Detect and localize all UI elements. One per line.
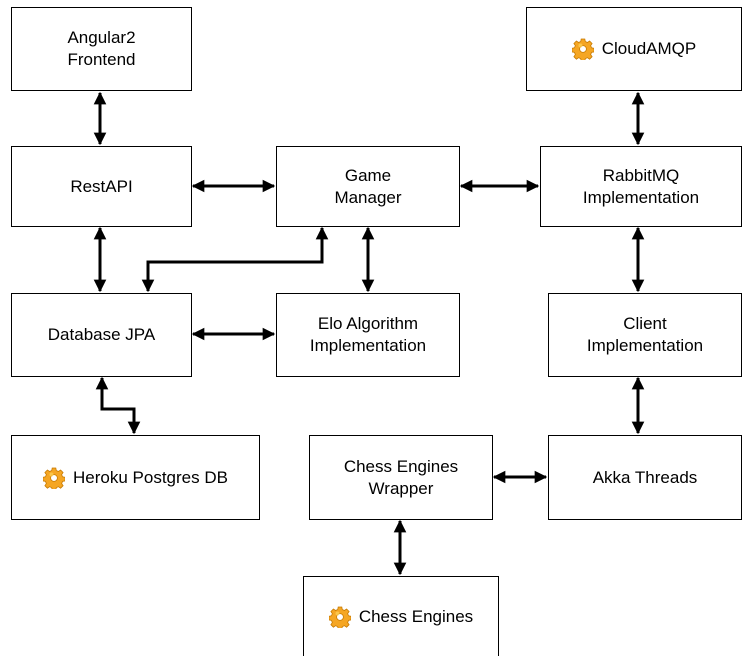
node-akka-threads: Akka Threads: [548, 435, 742, 520]
node-client: Client Implementation: [548, 293, 742, 377]
gear-icon: [42, 467, 66, 491]
gear-icon: [328, 606, 352, 630]
edge-gamemanager-database: [141, 226, 329, 293]
node-angular-frontend: Angular2 Frontend: [11, 7, 192, 91]
node-elo-algorithm: Elo Algorithm Implementation: [276, 293, 460, 377]
node-label: RestAPI: [70, 176, 133, 196]
node-game-manager: Game Manager: [276, 146, 460, 227]
node-chess-engines-wrapper: Chess Engines Wrapper: [309, 435, 493, 520]
node-label: Game Manager: [334, 165, 402, 207]
node-label: Angular2 Frontend: [67, 28, 136, 69]
node-label: RabbitMQ Implementation: [582, 165, 700, 207]
node-heroku-postgres: Heroku Postgres DB: [11, 435, 260, 520]
node-chess-engines: Chess Engines: [303, 576, 499, 656]
node-rabbitmq: RabbitMQ Implementation: [540, 146, 742, 227]
node-label: Chess Engines: [358, 606, 474, 626]
node-restapi: RestAPI: [11, 146, 192, 227]
node-database-jpa: Database JPA: [11, 293, 192, 377]
node-label: CloudAMQP: [601, 39, 697, 58]
node-label: Client Implementation: [586, 314, 704, 355]
node-label: Elo Algorithm Implementation: [309, 314, 427, 355]
node-label: Database JPA: [47, 325, 156, 344]
edge-database-heroku: [95, 376, 141, 435]
node-label: Heroku Postgres DB: [73, 467, 228, 487]
gear-icon: [571, 38, 595, 62]
node-cloudamqp: CloudAMQP: [526, 7, 742, 91]
node-label: Chess Engines Wrapper: [343, 456, 459, 498]
node-label: Akka Threads: [592, 467, 698, 487]
